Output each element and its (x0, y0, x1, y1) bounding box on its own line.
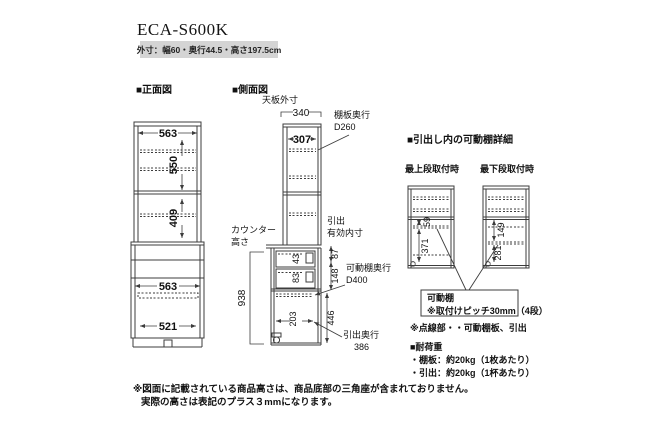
dim-front-bottom-width: 521 (159, 321, 177, 333)
front-view-drawing: 563 550 409 (130, 121, 205, 348)
drawer-inner-label-line2: 有効内寸 (327, 227, 364, 238)
dim-detail-bottom-upper: 149 (496, 222, 506, 237)
dim-side-lower-height: 446 (326, 310, 336, 325)
dim-detail-top-lower: 371 (420, 238, 430, 253)
movable-shelf-depth-line2: D400 (346, 274, 368, 285)
dotted-line-legend: ※点線部・・可動棚板、引出 (410, 323, 527, 333)
movable-shelf-note-box (420, 289, 519, 317)
dim-detail-top-upper: 59 (422, 217, 432, 227)
product-title: ECA-S600K (137, 20, 229, 39)
top-panel-label: 天板外寸 (262, 95, 299, 105)
movable-shelf-note-box-text: 可動棚 ※取付けピッチ30mm（4段） (427, 292, 548, 318)
outer-dimensions-bar: 外寸：幅60・奥行44.5・高さ197.5cm (137, 41, 281, 58)
dim-front-lower-height: 409 (168, 209, 180, 227)
drawer-depth-line1: 引出奥行 (343, 330, 380, 340)
footer-note-line2: 実際の高さは表記のプラス３mmになります。 (141, 397, 338, 408)
dim-side-drawer1-outer: 87 (330, 249, 340, 259)
side-view-label: ■側面図 (232, 85, 269, 96)
detail-leader-lines (420, 228, 519, 317)
dim-front-top-width: 563 (159, 128, 177, 140)
load-capacity-shelf: ・棚板：約20kg（1枚あたり） (410, 355, 535, 365)
front-view-label: ■正面図 (136, 85, 173, 96)
footer-note-line1: ※図面に記載されている商品高さは、商品底部の三角座が含まれておりません。 (133, 384, 474, 395)
dim-side-drawer2-outer: 148 (330, 268, 340, 283)
dim-side-open-width: 203 (288, 311, 298, 326)
detail-section-label: ■引出し内の可動棚詳細 (407, 135, 514, 146)
drawer-depth-line2: 386 (354, 341, 370, 352)
dim-side-counter-height: 938 (237, 289, 248, 306)
shelf-depth-label-line2: D260 (334, 121, 356, 132)
dim-front-upper-height: 550 (168, 156, 180, 174)
detail-top-position-drawing: 59 371 (407, 185, 455, 269)
dim-side-drawer1-inner: 43 (291, 254, 301, 264)
dim-side-top-inner: 307 (293, 134, 311, 146)
shelf-depth-label: 棚板奥行 D260 (334, 110, 370, 133)
counter-height-label-line1: カウンター (231, 225, 277, 235)
detail-bottom-position-drawing: 149 281 (482, 185, 530, 269)
bottom-position-label: 最下段取付時 (480, 164, 535, 174)
counter-height-label-line2: 高さ (231, 236, 250, 247)
movable-shelf-depth-line1: 可動棚奥行 (346, 263, 392, 273)
load-capacity-title: ■耐荷重 (410, 342, 443, 352)
side-view-drawing: 340 307 (237, 108, 350, 346)
drawer-inner-label: 引出 有効内寸 (327, 216, 363, 239)
drawer-depth-label: 引出奥行 386 (343, 330, 379, 353)
shelf-depth-label-line1: 棚板奥行 (334, 110, 371, 120)
dim-front-mid-width: 563 (159, 281, 177, 293)
movable-shelf-note-line1: 可動棚 (427, 293, 455, 303)
load-capacity-drawer: ・引出：約20kg（1杯あたり） (410, 368, 535, 378)
movable-shelf-note-line2: ※取付けピッチ30mm（4段） (427, 306, 548, 317)
counter-height-label: カウンター 高さ (231, 225, 276, 248)
movable-shelf-depth-label: 可動棚奥行 D400 (346, 263, 391, 286)
dim-side-top-outer: 340 (293, 108, 310, 119)
drawer-inner-label-line1: 引出 (327, 216, 346, 226)
top-position-label: 最上段取付時 (405, 164, 460, 174)
dim-side-drawer2-inner: 83 (291, 273, 301, 283)
dim-detail-bottom-lower: 281 (493, 245, 503, 260)
